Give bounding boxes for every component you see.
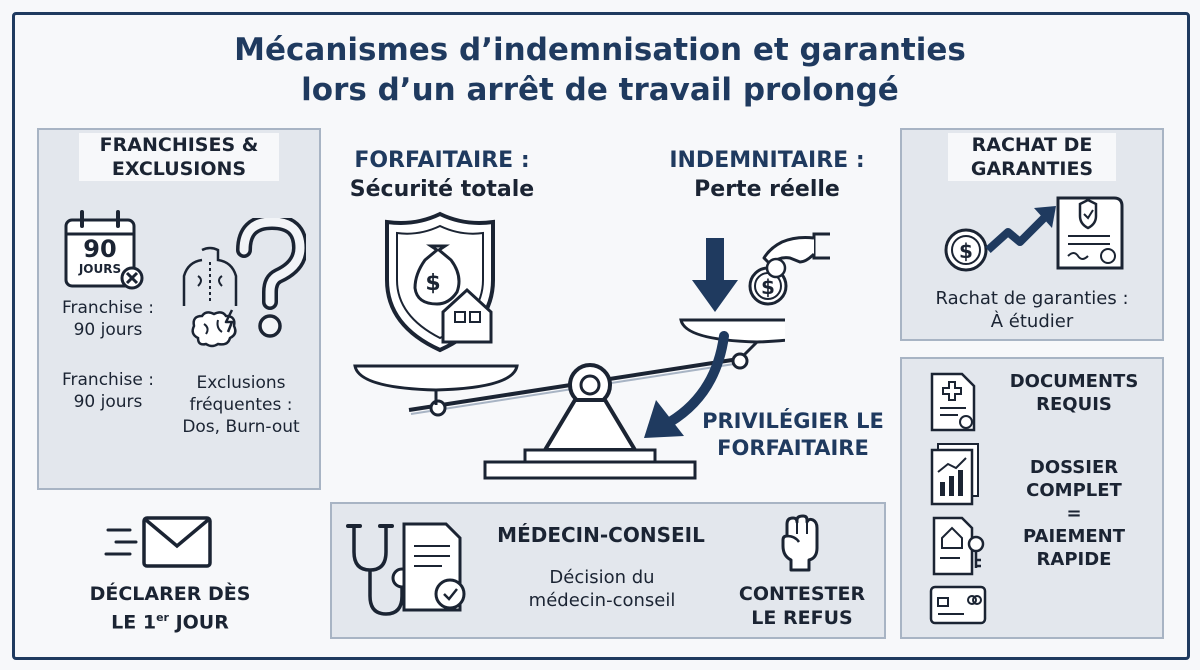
calendar-unit: JOURS xyxy=(78,262,122,276)
back-pain-icon xyxy=(182,246,238,306)
documents-equation: DOSSIER COMPLET = PAIEMENT RAPIDE xyxy=(1022,457,1125,570)
declarer-text: DÉCLARER DÈS LE 1er JOUR xyxy=(89,583,251,634)
brain-lightning-icon xyxy=(191,309,237,348)
title-line-2: lors d’un arrêt de travail prolongé xyxy=(301,72,899,108)
credit-card-icon xyxy=(929,585,987,625)
page-title: Mécanismes d’indemnisation et garanties … xyxy=(0,30,1200,110)
svg-text:$: $ xyxy=(425,271,440,296)
svg-text:$: $ xyxy=(959,239,973,263)
curved-arrow-icon xyxy=(644,331,729,438)
raised-fist-icon xyxy=(781,514,819,572)
franchises-title: FRANCHISES & EXCLUSIONS xyxy=(79,133,279,181)
indemnitaire-label: INDEMNITAIRE : xyxy=(669,148,865,173)
svg-text:$: $ xyxy=(761,275,775,299)
chart-documents-icon xyxy=(930,443,979,506)
franchise-item-2: Franchise : 90 jours xyxy=(61,370,154,412)
medecin-title: MÉDECIN-CONSEIL xyxy=(497,523,705,547)
rachat-text: Rachat de garanties : À étudier xyxy=(935,288,1129,332)
exclusions-text: Exclusions fréquentes : Dos, Burn-out xyxy=(182,373,300,437)
medical-document-icon xyxy=(930,372,976,432)
contester-text: CONTESTER LE REFUS xyxy=(738,583,866,629)
documents-title: DOCUMENTS REQUIS xyxy=(1009,371,1139,415)
forfaitaire-subtitle: Sécurité totale xyxy=(349,177,535,202)
indemnitaire-subtitle: Perte réelle xyxy=(694,177,840,202)
hand-coin-icon: $ xyxy=(748,232,830,306)
forfaitaire-label: FORFAITAIRE : xyxy=(354,148,530,173)
recommendation-text: PRIVILÉGIER LE FORFAITAIRE xyxy=(702,409,884,460)
calendar-number: 90 xyxy=(83,235,117,263)
question-mark-icon xyxy=(236,218,306,338)
medecin-text: Décision du médecin-conseil xyxy=(528,567,676,611)
balance-scale-icon: $ xyxy=(353,211,785,480)
envelope-icon xyxy=(104,516,212,568)
certificate-seal-icon xyxy=(402,522,466,612)
title-line-1: Mécanismes d’indemnisation et garanties xyxy=(234,32,966,68)
franchise-item-1: Franchise : 90 jours xyxy=(61,298,154,340)
down-arrow-icon xyxy=(692,238,738,312)
house-key-document-icon xyxy=(932,516,985,576)
coin-growth-arrow-icon: $ xyxy=(944,206,1056,272)
certificate-icon xyxy=(1056,196,1124,270)
shield-money-house-icon: $ xyxy=(385,211,495,353)
rachat-title: RACHAT DE GARANTIES xyxy=(948,133,1116,181)
calendar-icon xyxy=(64,210,144,290)
